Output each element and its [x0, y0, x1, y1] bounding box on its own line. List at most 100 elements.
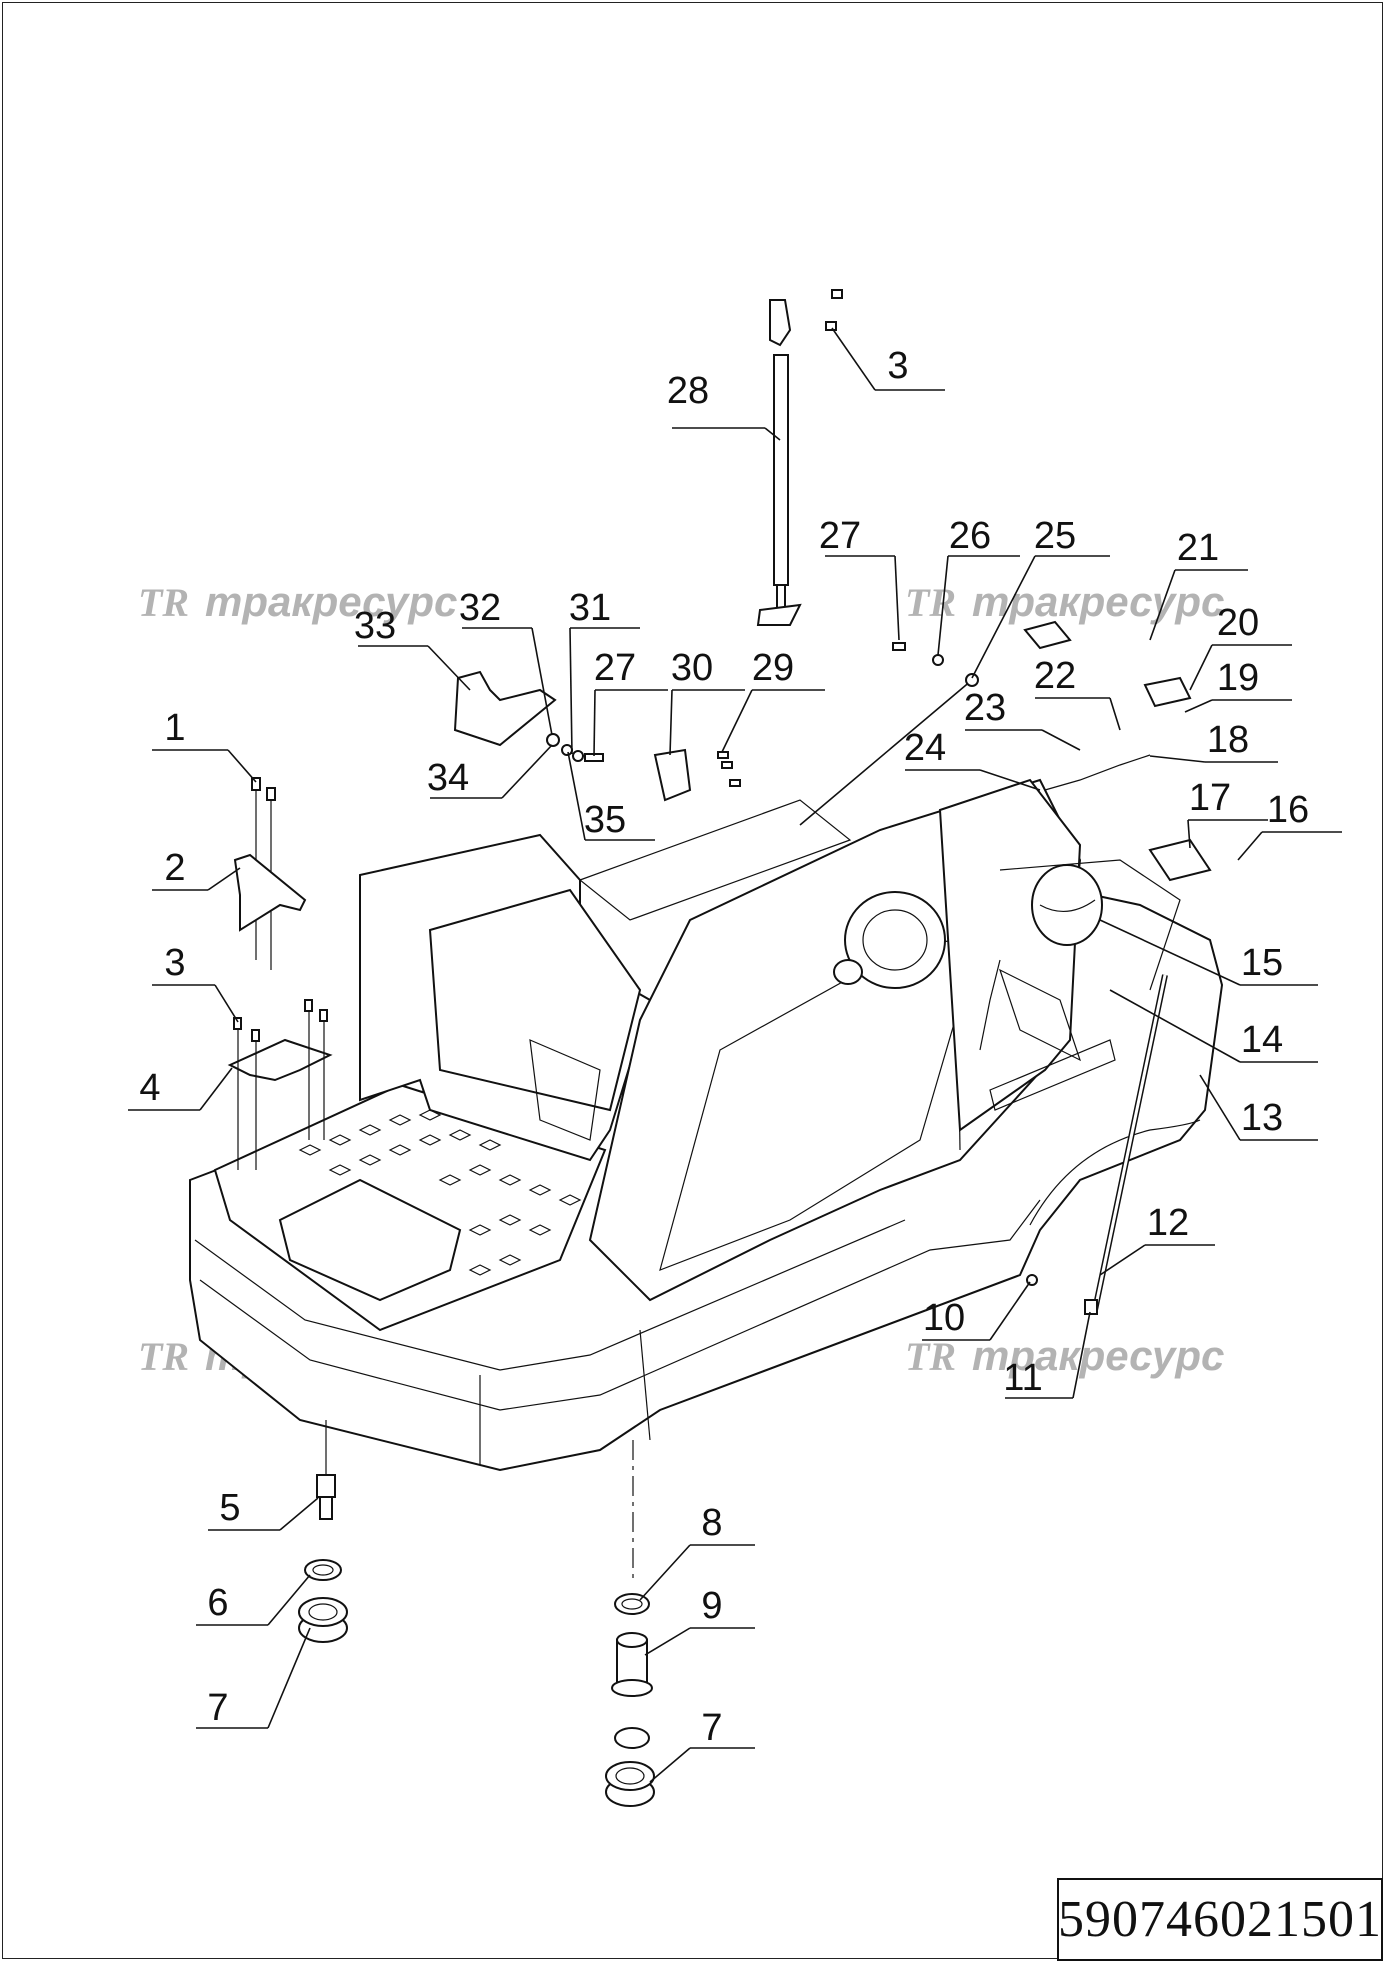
part-8-ring — [614, 1593, 650, 1615]
callout-number: 25 — [1034, 515, 1076, 557]
watermark-top-left: TR тракресурс — [138, 578, 457, 625]
callout-number: 15 — [1241, 942, 1283, 984]
callout-number: 17 — [1189, 777, 1231, 819]
callout-number: 14 — [1241, 1019, 1283, 1061]
callout-number: 26 — [949, 515, 991, 557]
callout-leader-line — [1187, 819, 1191, 849]
callout-leader-line — [649, 1747, 691, 1783]
callout-leader-line — [894, 555, 900, 641]
steering-wheel — [1031, 864, 1103, 946]
callout-3: 3 — [152, 942, 239, 1023]
callout-16: 16 — [1237, 789, 1342, 861]
callout-leader-line — [1099, 919, 1241, 986]
callout-number: 19 — [1217, 657, 1259, 699]
callout-7: 7 — [649, 1707, 755, 1783]
callout-leader-line — [1109, 989, 1241, 1063]
callout-35: 35 — [567, 751, 655, 841]
callout-number: 27 — [594, 647, 636, 689]
part-7-nut-right — [605, 1761, 655, 1807]
callout-2: 2 — [152, 847, 241, 891]
callout-leader-line — [1149, 755, 1206, 763]
callout-15: 15 — [1099, 919, 1318, 986]
watermark-text: тракресурс — [972, 1332, 1224, 1379]
callout-14: 14 — [1109, 989, 1318, 1063]
callout-8: 8 — [639, 1502, 755, 1601]
callout-leader-line — [267, 1574, 311, 1626]
callout-28: 28 — [667, 370, 781, 441]
callout-leader-line — [531, 627, 553, 736]
callout-18: 18 — [1149, 719, 1278, 763]
watermark-logo: TR — [905, 1334, 956, 1379]
part-7-nut-left — [298, 1597, 348, 1643]
part-33-bracket — [453, 670, 557, 747]
callout-number: 32 — [459, 587, 501, 629]
callout-number: 5 — [219, 1487, 240, 1529]
callout-number: 20 — [1217, 602, 1259, 644]
callout-32: 32 — [459, 587, 553, 736]
watermark-text: тракресурс — [205, 578, 457, 625]
callout-27: 27 — [593, 647, 668, 757]
part-block-upper — [1023, 620, 1072, 650]
callout-leader-line — [227, 749, 257, 783]
callout-leader-line — [1184, 699, 1213, 713]
callout-leader-line — [644, 1627, 691, 1656]
callout-leader-line — [214, 984, 239, 1023]
callout-leader-line — [1109, 697, 1121, 731]
callout-number: 1 — [164, 707, 185, 749]
callout-25: 25 — [971, 515, 1110, 679]
callout-number: 6 — [207, 1582, 228, 1624]
callout-leader-line — [427, 645, 471, 691]
callout-leader-line — [721, 689, 753, 753]
callout-5: 5 — [208, 1487, 319, 1531]
part-3-screws-left — [233, 999, 328, 1170]
callout-leader-line — [937, 555, 949, 656]
callout-23: 23 — [964, 687, 1081, 751]
drive-wheel-hub — [844, 891, 946, 989]
callout-29: 29 — [721, 647, 825, 753]
callout-11: 11 — [1003, 1311, 1091, 1399]
part-6-washer — [304, 1559, 342, 1581]
callout-number: 35 — [584, 799, 626, 841]
callout-30: 30 — [669, 647, 745, 756]
callout-leader-line — [567, 751, 586, 841]
callout-leader-line — [1189, 644, 1213, 691]
callout-number: 7 — [207, 1687, 228, 1729]
part-29-screws — [717, 751, 741, 787]
callout-leader-line — [1099, 1244, 1146, 1276]
watermark-text: тракресурс — [972, 578, 1224, 625]
callout-number: 21 — [1177, 527, 1219, 569]
callout-leader-line — [1149, 569, 1176, 641]
callout-number: 27 — [819, 515, 861, 557]
callout-leader-line — [501, 744, 553, 799]
callout-leader-line — [593, 689, 596, 757]
callout-number: 2 — [164, 847, 185, 889]
callout-leader-line — [1041, 729, 1081, 751]
callout-leader-line — [764, 427, 781, 441]
callout-number: 10 — [923, 1297, 965, 1339]
callout-34: 34 — [427, 744, 553, 799]
callout-number: 33 — [354, 605, 396, 647]
watermark-logo: TR — [138, 580, 189, 625]
callout-9: 9 — [644, 1585, 755, 1656]
callout-3: 3 — [831, 327, 945, 391]
callout-number: 12 — [1147, 1202, 1189, 1244]
callout-number: 11 — [1003, 1357, 1042, 1399]
chassis-body — [189, 778, 1224, 1472]
callout-leader-line — [1199, 1074, 1241, 1141]
callout-31: 31 — [569, 587, 640, 755]
callout-number: 7 — [701, 1707, 722, 1749]
part-11-nut — [1084, 1299, 1098, 1315]
callout-leader-line — [989, 1281, 1031, 1341]
callout-leader-line — [979, 769, 1041, 791]
callout-10: 10 — [922, 1281, 1031, 1341]
callout-number: 28 — [667, 370, 709, 412]
callout-leader-line — [267, 1627, 311, 1729]
drawing-number-box: 590746021501 — [1057, 1878, 1383, 1961]
callout-26: 26 — [937, 515, 1020, 656]
callout-number: 13 — [1241, 1097, 1283, 1139]
callout-20: 20 — [1189, 602, 1292, 691]
part-28-gas-strut — [756, 289, 843, 626]
callout-number: 4 — [139, 1067, 160, 1109]
